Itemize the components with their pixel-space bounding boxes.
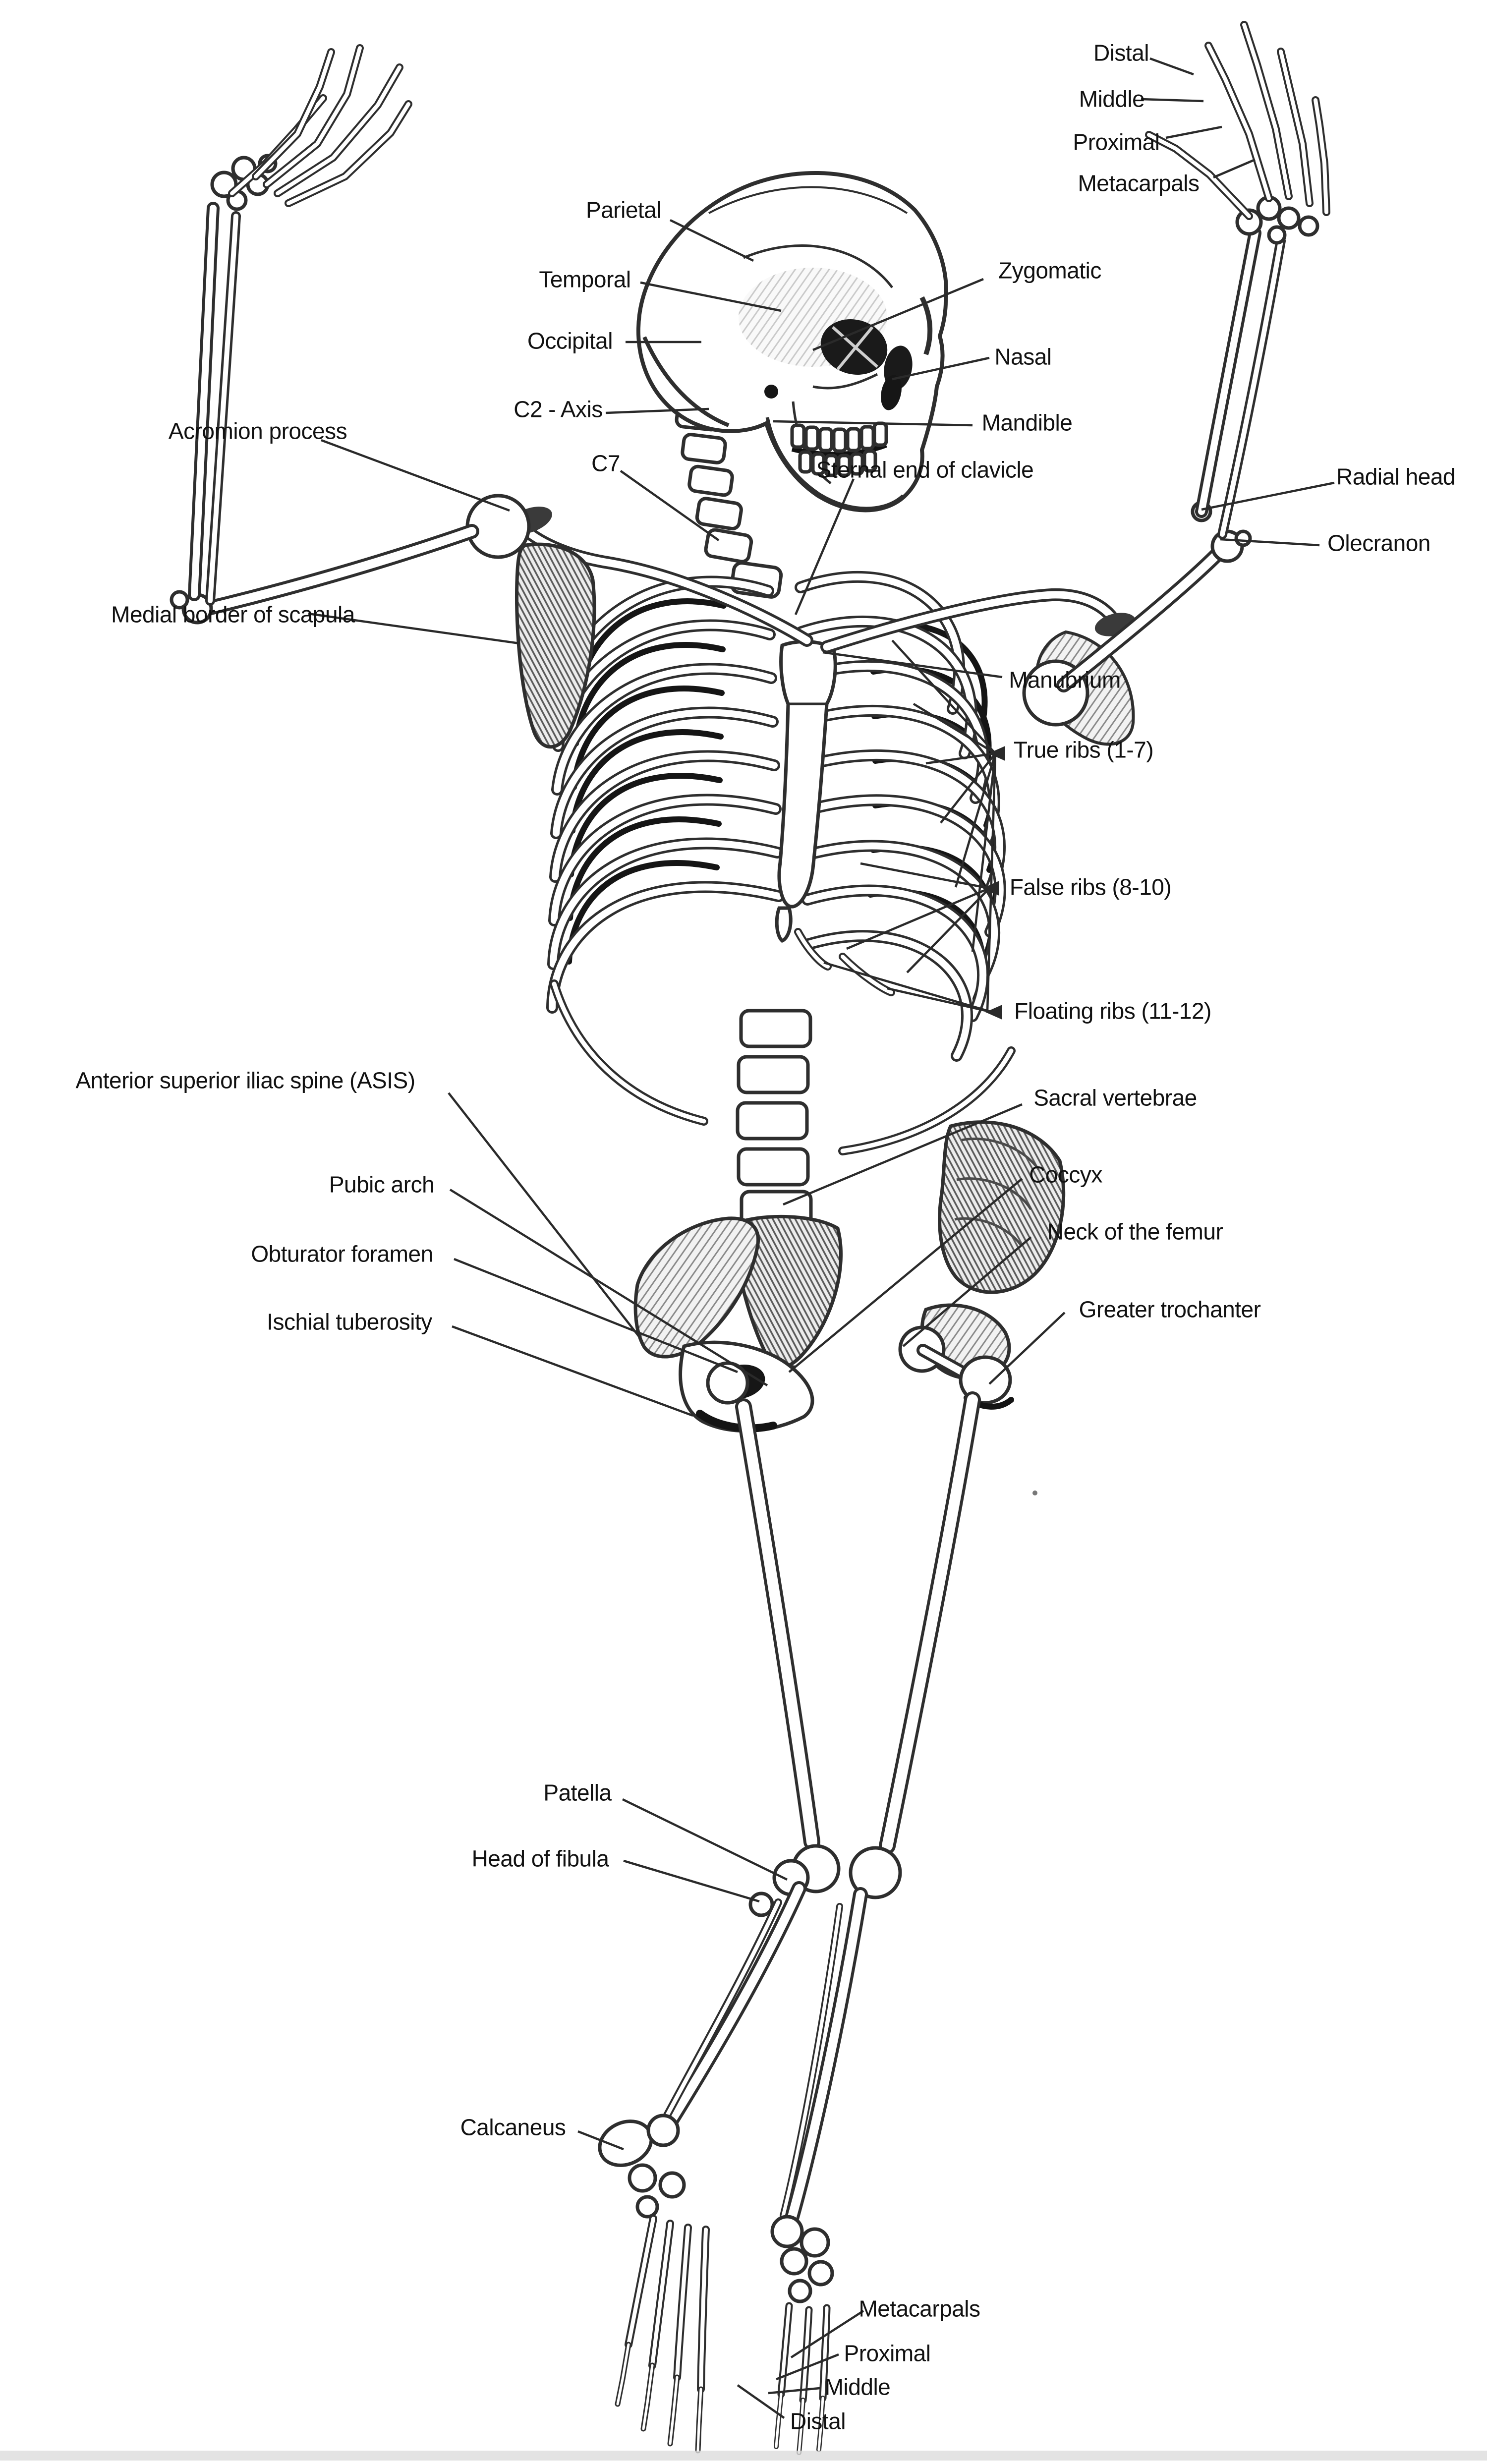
legs	[658, 1391, 1037, 2224]
label-coccyx: Coccyx	[1029, 1161, 1102, 1188]
label-middle-phalanges-foot: Middle	[824, 2374, 891, 2400]
label-medial-border-of-scapula: Medial border of scapula	[111, 601, 355, 628]
right-arm	[1056, 21, 1330, 692]
false-ribs-fan	[846, 862, 999, 974]
ribcage	[546, 571, 1016, 1155]
label-zygomatic: Zygomatic	[998, 257, 1101, 284]
label-sternal-end-of-clavicle: Sternal end of clavicle	[816, 457, 1034, 483]
label-temporal: Temporal	[539, 266, 631, 292]
label-distal-phalanges-foot: Distal	[790, 2408, 846, 2434]
label-asis: Anterior superior iliac spine (ASIS)	[75, 1067, 415, 1093]
right-hand-digits	[1145, 21, 1330, 220]
left-foot	[598, 2114, 710, 2454]
label-c2-axis: C2 - Axis	[514, 396, 603, 422]
left-arm	[170, 44, 479, 625]
teeth	[790, 421, 888, 477]
label-nasal: Nasal	[994, 344, 1052, 370]
label-middle-phalanges-hand: Middle	[1079, 86, 1145, 112]
label-true-ribs: True ribs (1-7)	[1013, 737, 1154, 763]
label-occipital: Occipital	[527, 328, 613, 354]
label-distal-phalanges-hand: Distal	[1093, 40, 1149, 66]
label-proximal-phalanges-hand: Proximal	[1073, 129, 1160, 155]
right-foot	[770, 2215, 834, 2455]
label-olecranon: Olecranon	[1327, 530, 1430, 556]
sternum	[775, 640, 837, 943]
bottom-edge-strip	[0, 2451, 1487, 2461]
label-metacarpals-foot: Metacarpals	[858, 2295, 980, 2322]
label-neck-of-femur: Neck of the femur	[1047, 1218, 1223, 1245]
label-head-of-fibula: Head of fibula	[471, 1845, 609, 1872]
label-floating-ribs: Floating ribs (11-12)	[1014, 998, 1211, 1024]
left-ribs	[546, 575, 785, 1126]
label-false-ribs: False ribs (8-10)	[1009, 874, 1172, 900]
pelvis	[633, 1120, 1066, 1433]
true-ribs-fan	[891, 639, 1005, 1012]
label-ischial-tuberosity: Ischial tuberosity	[267, 1309, 432, 1335]
label-parietal: Parietal	[586, 197, 661, 223]
label-mandible: Mandible	[981, 409, 1073, 436]
label-c7: C7	[591, 450, 620, 476]
shoulder-girdle	[465, 494, 1136, 749]
label-obturator-foramen: Obturator foramen	[251, 1241, 433, 1267]
label-radial-head: Radial head	[1336, 463, 1456, 490]
label-calcaneus: Calcaneus	[460, 2114, 566, 2140]
leader-lines	[308, 57, 1335, 2419]
label-sacral-vertebrae: Sacral vertebrae	[1033, 1085, 1197, 1111]
floating-ribs-fan	[823, 961, 1002, 1020]
right-ribs	[794, 571, 1016, 1155]
label-metacarpals-hand: Metacarpals	[1078, 170, 1200, 196]
label-patella: Patella	[543, 1779, 612, 1806]
label-acromion-process: Acromion process	[168, 418, 347, 444]
label-manubrium: Manubrium	[1009, 667, 1121, 693]
label-greater-trochanter: Greater trochanter	[1079, 1296, 1261, 1322]
left-hand-digits	[228, 44, 412, 207]
label-proximal-phalanges-foot: Proximal	[844, 2340, 931, 2366]
vertebral-column	[675, 400, 813, 1229]
label-pubic-arch: Pubic arch	[329, 1171, 435, 1198]
skull	[636, 171, 948, 513]
